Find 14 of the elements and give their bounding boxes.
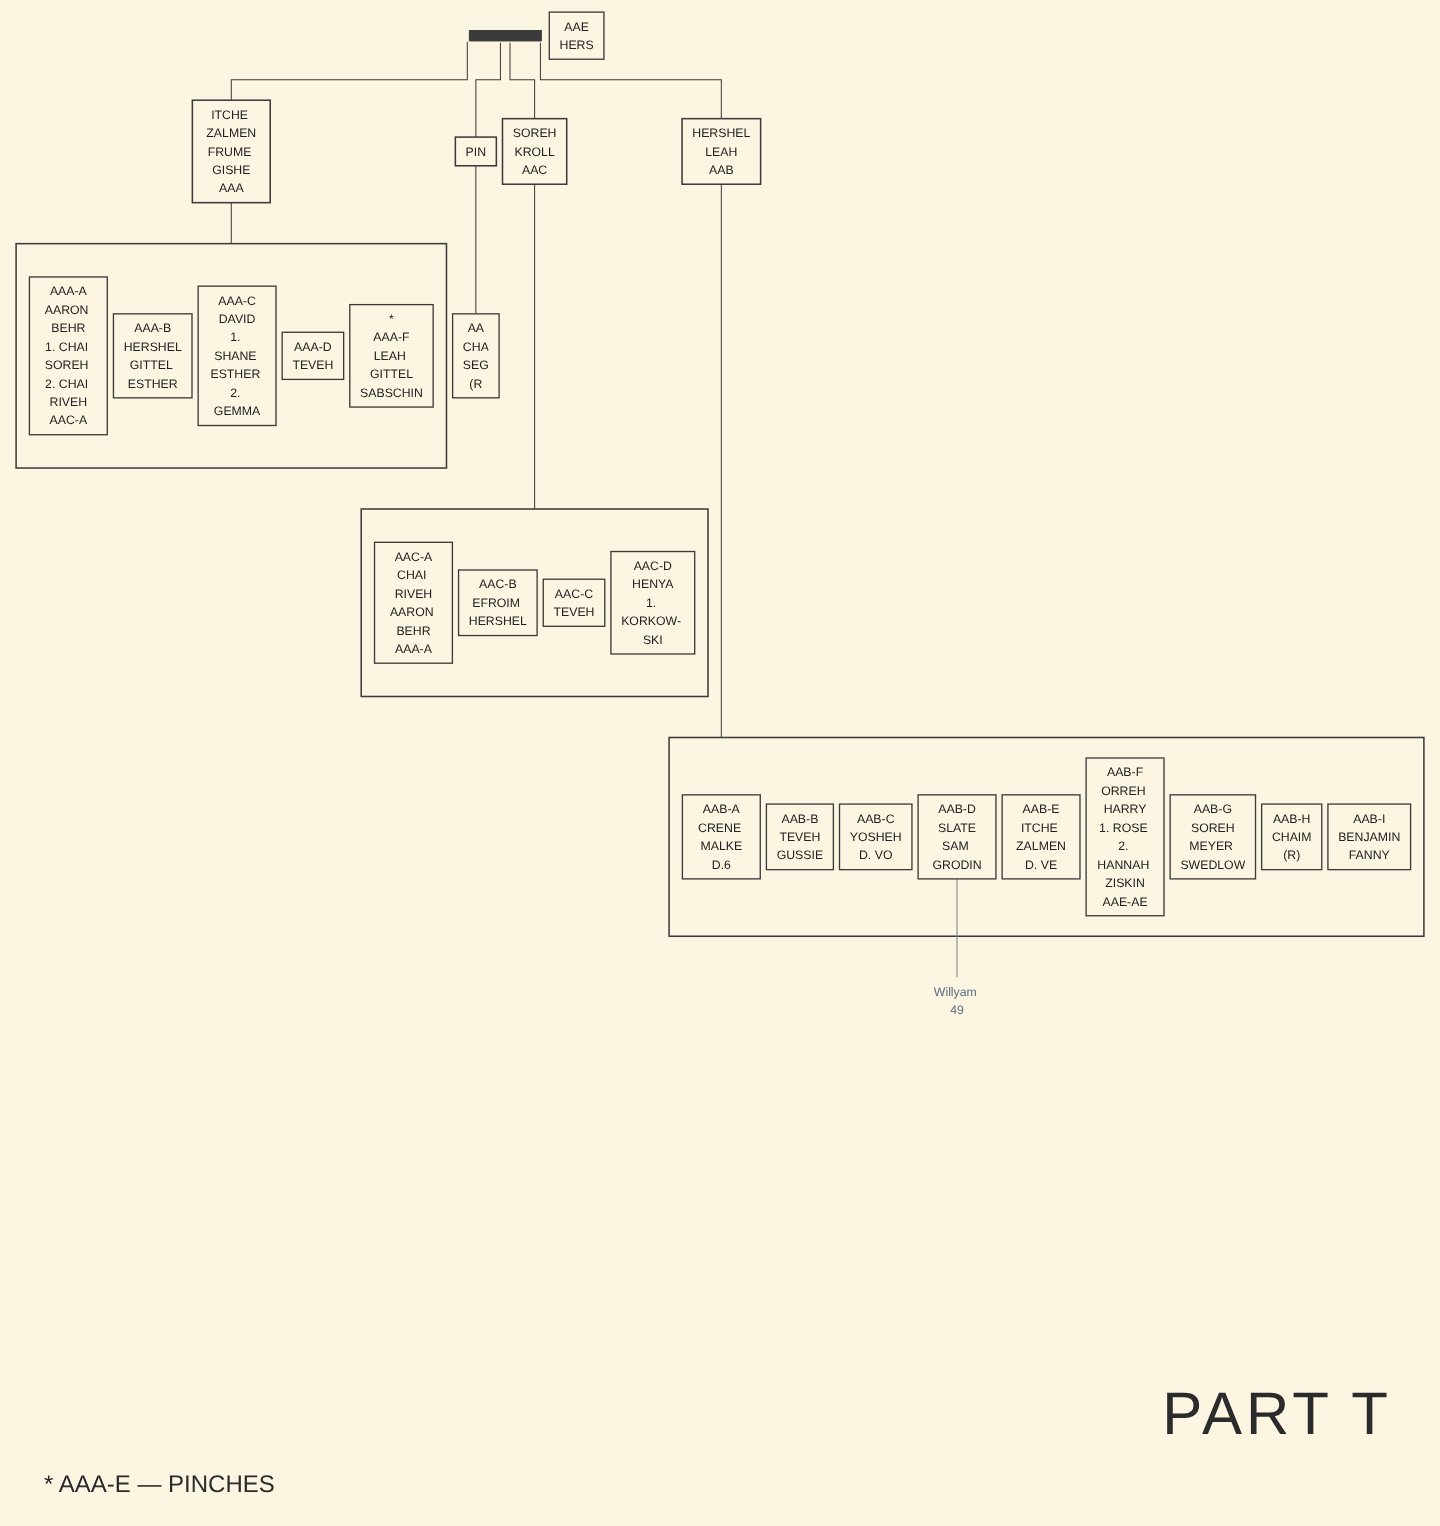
connector <box>475 165 477 315</box>
cluster <box>668 736 1425 937</box>
section-heading: PART T <box>1162 1382 1392 1450</box>
cluster <box>15 242 448 469</box>
cluster <box>360 508 709 698</box>
connector <box>509 42 536 120</box>
footnote: * AAA-E — PINCHES <box>44 1470 275 1498</box>
connector <box>720 183 722 738</box>
connector <box>230 202 232 245</box>
connector <box>539 42 722 120</box>
connector <box>956 878 958 978</box>
connector <box>475 42 501 138</box>
connector <box>534 183 536 510</box>
connector <box>230 41 468 101</box>
